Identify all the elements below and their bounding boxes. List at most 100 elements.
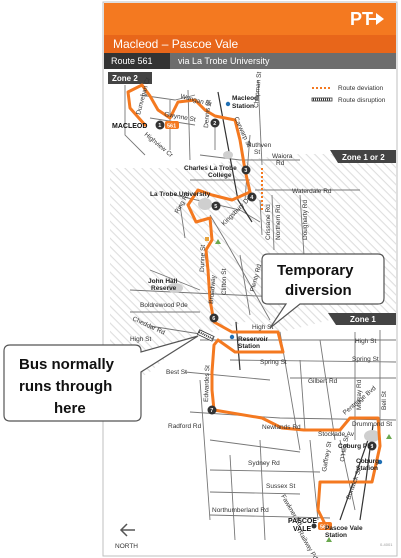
street-best: Best St [166, 369, 187, 376]
place-macleod-station-1: Macleod [232, 95, 258, 102]
stop-4: 4 [247, 192, 257, 202]
street-northumberland: Northumberland Rd [212, 507, 269, 514]
place-reservoir-2: Station [238, 343, 260, 350]
zone-2-tab [108, 72, 152, 84]
route-tab [104, 53, 170, 69]
street-stockade: Stockade Av [318, 431, 355, 438]
street-gilbert: Gilbert Rd [308, 378, 338, 385]
macleod-route-badge [165, 121, 179, 129]
pascoe-terminus-label-2: VALE [293, 526, 311, 533]
street-spring-2: Spring St [352, 356, 379, 363]
place-macleod-station-2: Station [232, 103, 254, 110]
place-charles-latrobe-1: Charles La Trobe [184, 165, 237, 172]
street-dennis: Dennis St [203, 99, 212, 128]
svg-text:561: 561 [320, 524, 329, 530]
stop-5: 5 [211, 201, 221, 211]
place-pascoe-station-2: Station [325, 532, 347, 539]
street-northern: Northern Rd [275, 204, 282, 240]
street-ruthven-2: St [254, 149, 260, 156]
school-markers [215, 239, 392, 542]
svg-text:2: 2 [213, 121, 216, 127]
svg-text:7: 7 [210, 408, 213, 414]
svg-text:6: 6 [212, 316, 215, 322]
bus-route-561 [126, 83, 382, 524]
temporary-diversion-line-1: Temporary [277, 262, 354, 279]
zone-2-label: Zone 2 [112, 74, 138, 83]
street-chapman: Chapman St [253, 71, 263, 108]
pt-logo: PT [350, 9, 384, 29]
place-john-hall-1: John Hall [148, 278, 177, 285]
street-ohea: O'Hea St [339, 435, 350, 462]
bus-normally-line-1: Bus normally [19, 356, 115, 373]
macleod-terminus-label: MACLEOD [112, 123, 147, 130]
route-number-label: Route 561 [111, 56, 153, 66]
place-latrobe-uni: La Trobe University [150, 191, 211, 198]
pascoe-terminus-label-1: PASCOE [288, 518, 317, 525]
street-broadway: Broadway [208, 274, 218, 304]
street-sydney: Sydney Rd [248, 460, 280, 467]
street-spring-1: Spring St [260, 359, 287, 366]
place-charles-latrobe-2: College [208, 172, 232, 179]
temporary-diversion-line-2: diversion [285, 282, 352, 299]
via-label: via La Trobe University [178, 56, 270, 66]
svg-text:1: 1 [158, 123, 161, 129]
svg-text:4: 4 [250, 195, 254, 201]
via-bar [170, 53, 396, 69]
street-clifton: Clifton St [221, 268, 228, 295]
deviation-legend-label: Route deviation [338, 85, 384, 92]
street-ruthven-1: Ruthven [247, 142, 272, 149]
bus-normally-line-2: runs through [19, 378, 112, 395]
svg-text:8: 8 [370, 444, 373, 450]
north-arrow [119, 523, 135, 537]
street-waterdale: Waterdale Rd [292, 188, 332, 195]
stop-6: 6 [209, 313, 219, 323]
stop-7: 7 [207, 405, 217, 415]
route-disruption-marker [196, 329, 215, 342]
zone-1-or-2-label: Zone 1 or 2 [342, 153, 385, 162]
place-pascoe-station-1: Pascoe Vale [325, 525, 363, 532]
map-code: 0-4001 [380, 542, 393, 547]
street-murray: Murray Rd [356, 379, 363, 410]
street-high-2: High St [130, 336, 152, 343]
place-john-hall-2: Reserve [151, 285, 177, 292]
pascoe-route-badge [318, 522, 332, 530]
street-waiora-2: Rd [276, 160, 285, 167]
street-network [124, 79, 397, 541]
tram-markers [205, 237, 209, 241]
street-dunne: Dunne St [199, 245, 207, 273]
street-newlands: Newlands Rd [262, 424, 301, 431]
parks [167, 151, 380, 442]
street-high-1: High St [252, 324, 274, 331]
stop-1: 1 [155, 120, 165, 130]
place-coburg-station-2: Station [356, 465, 378, 472]
street-crissane: Crissane Rd [265, 204, 272, 240]
svg-text:3: 3 [244, 168, 247, 174]
street-boldrewood: Boldrewood Pde [140, 302, 188, 309]
bus-normally-line-3: here [54, 400, 86, 417]
street-high-3: High St [355, 338, 377, 345]
pascoe-stop [311, 523, 317, 529]
zone-1-tab [328, 313, 396, 325]
stop-2: 2 [210, 118, 220, 128]
temporary-diversion-callout: Temporary diversion [261, 253, 385, 329]
street-radford: Radford Rd [168, 423, 202, 430]
svg-text:PT: PT [350, 9, 373, 29]
stop-8: 8 [367, 441, 377, 451]
stop-3: 3 [241, 165, 251, 175]
route-title: Macleod – Pascoe Vale [113, 37, 239, 51]
place-coburg-ps: Coburg PS [338, 443, 372, 450]
street-bell: Bell St [381, 391, 388, 410]
place-reservoir-1: Reservoir [238, 336, 268, 343]
header-bar [104, 3, 396, 35]
street-edwardes: Edwardes St [203, 365, 211, 402]
street-dougharty: Dougharty Rd [302, 200, 309, 240]
street-drummond: Drummond St [352, 421, 392, 428]
svg-text:5: 5 [214, 204, 217, 210]
place-coburg-station-1: Coburg [356, 458, 379, 465]
street-sussex: Sussex St [266, 483, 295, 490]
bus-normally-callout: Bus normally runs through here [3, 335, 199, 422]
street-waiora-1: Waiora [272, 153, 293, 160]
north-label: NORTH [115, 543, 138, 550]
disruption-legend-label: Route disruption [338, 97, 386, 104]
